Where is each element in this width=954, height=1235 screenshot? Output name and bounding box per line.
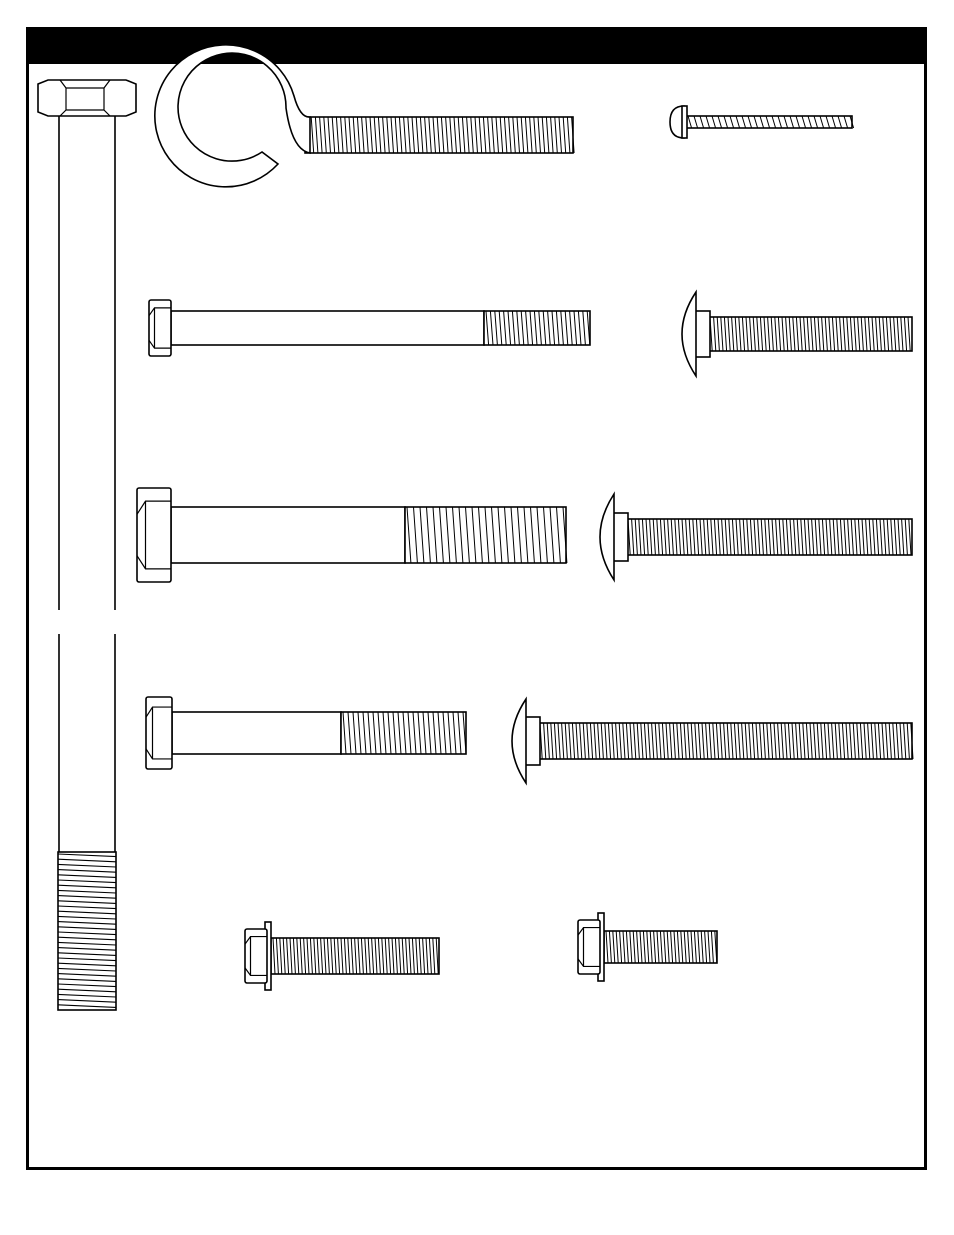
long-hex-bolt: [38, 80, 136, 1010]
small-screw: [670, 106, 854, 138]
carriage-bolt-2: [600, 494, 912, 580]
hex-bolt-3: [146, 697, 466, 769]
eye-bolt: [155, 45, 574, 187]
flange-bolt-1: [245, 922, 439, 990]
carriage-bolt-3: [512, 699, 913, 783]
hex-bolt-1: [149, 300, 590, 356]
carriage-bolt-1: [682, 292, 912, 376]
flange-bolt-2: [578, 913, 717, 981]
hex-bolt-2: [137, 488, 567, 582]
